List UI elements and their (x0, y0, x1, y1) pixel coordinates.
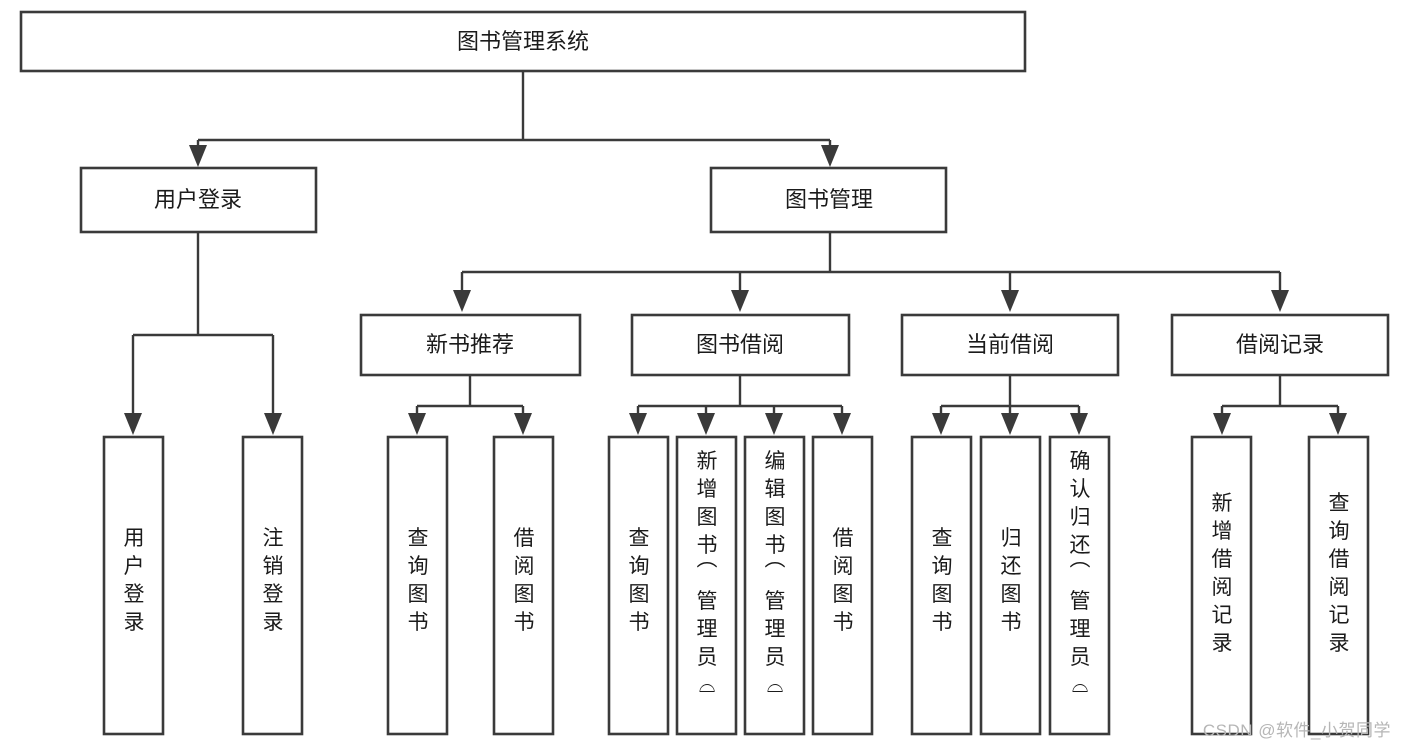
leaf-add-book-box[interactable] (675, 435, 738, 736)
leaf-add-record-box[interactable] (1190, 435, 1253, 736)
node-book-manage[interactable]: 图书管理 (709, 166, 948, 234)
leaf-query-record-label: 查询借阅记录 (1329, 492, 1350, 655)
leaf-query-book-1-box[interactable] (386, 435, 449, 736)
node-root-box[interactable] (19, 10, 1027, 73)
leaf-borrow-book-2-label: 借阅图书 (833, 527, 854, 634)
node-root-label: 图书管理系统 (457, 29, 589, 54)
node-new-book-recommend-label: 新书推荐 (426, 332, 514, 357)
leaf-user-login-box[interactable] (102, 435, 165, 736)
leaf-borrow-book-1[interactable]: 借阅图书 (492, 435, 555, 736)
leaf-borrow-book-2-box[interactable] (811, 435, 874, 736)
arrow-icon-leaf-edit-book (765, 413, 783, 435)
leaf-add-book[interactable]: 新增图书⌒管理员⌓ (675, 435, 738, 736)
leaf-user-logout-box[interactable] (241, 435, 304, 736)
node-book-borrow-box[interactable] (630, 313, 851, 377)
leaf-query-book-1[interactable]: 查询图书 (386, 435, 449, 736)
arrow-icon-leaf-confirm-return (1070, 413, 1088, 435)
arrow-icon-leaf-query-book-1 (408, 413, 426, 435)
node-user-login-box[interactable] (79, 166, 318, 234)
leaf-user-login[interactable]: 用户登录 (102, 435, 165, 736)
arrow-icon-book-borrow (731, 290, 749, 312)
leaf-query-book-3-box[interactable] (910, 435, 973, 736)
leaf-user-logout[interactable]: 注销登录 (241, 435, 304, 736)
node-book-borrow[interactable]: 图书借阅 (630, 313, 851, 377)
leaf-borrow-book-1-label: 借阅图书 (514, 527, 535, 634)
leaf-confirm-return[interactable]: 确认归还⌒管理员⌓ (1048, 435, 1111, 736)
arrow-icon-leaf-query-book-3 (932, 413, 950, 435)
leaf-edit-book[interactable]: 编辑图书⌒管理员⌓ (743, 435, 806, 736)
leaf-borrow-book-1-box[interactable] (492, 435, 555, 736)
arrow-icon-book-manage (821, 145, 839, 167)
leaf-query-book-3[interactable]: 查询图书 (910, 435, 973, 736)
node-current-borrow-box[interactable] (900, 313, 1120, 377)
node-book-manage-box[interactable] (709, 166, 948, 234)
leaf-query-record-box[interactable] (1307, 435, 1370, 736)
arrow-icon-leaf-user-logout (264, 413, 282, 435)
leaf-user-login-label: 用户登录 (124, 527, 145, 634)
leaf-add-record-label: 新增借阅记录 (1212, 492, 1233, 655)
node-borrow-record-box[interactable] (1170, 313, 1390, 377)
arrow-icon-new-book-recommend (453, 290, 471, 312)
arrow-icon-borrow-record (1271, 290, 1289, 312)
node-book-manage-label: 图书管理 (785, 187, 873, 212)
node-new-book-recommend-box[interactable] (359, 313, 582, 377)
leaf-edit-book-label: 编辑图书⌒管理员⌓ (765, 450, 786, 697)
leaf-user-logout-label: 注销登录 (263, 527, 284, 634)
connector-layer (124, 71, 1347, 435)
leaf-confirm-return-label: 确认归还⌒管理员⌓ (1070, 450, 1091, 697)
arrow-icon-leaf-add-record (1213, 413, 1231, 435)
leaf-query-book-2[interactable]: 查询图书 (607, 435, 670, 736)
node-borrow-record-label: 借阅记录 (1236, 332, 1324, 357)
node-borrow-record[interactable]: 借阅记录 (1170, 313, 1390, 377)
leaf-query-book-2-box[interactable] (607, 435, 670, 736)
node-current-borrow[interactable]: 当前借阅 (900, 313, 1120, 377)
node-user-login-label: 用户登录 (154, 187, 242, 212)
arrow-icon-leaf-query-book-2 (629, 413, 647, 435)
arrow-icon-user-login (189, 145, 207, 167)
leaf-add-book-label: 新增图书⌒管理员⌓ (697, 450, 718, 697)
leaf-borrow-book-2[interactable]: 借阅图书 (811, 435, 874, 736)
node-new-book-recommend[interactable]: 新书推荐 (359, 313, 582, 377)
node-book-borrow-label: 图书借阅 (696, 332, 784, 357)
leaf-query-record[interactable]: 查询借阅记录 (1307, 435, 1370, 736)
arrow-icon-current-borrow (1001, 290, 1019, 312)
arrow-icon-leaf-borrow-book-1 (514, 413, 532, 435)
arrow-icon-leaf-add-book (697, 413, 715, 435)
leaf-query-book-2-label: 查询图书 (629, 527, 650, 634)
arrow-icon-leaf-borrow-book-2 (833, 413, 851, 435)
leaf-return-book-box[interactable] (979, 435, 1042, 736)
leaf-query-book-3-label: 查询图书 (932, 527, 953, 634)
node-root[interactable]: 图书管理系统 (19, 10, 1027, 73)
leaf-confirm-return-box[interactable] (1048, 435, 1111, 736)
arrow-icon-leaf-return-book (1001, 413, 1019, 435)
node-current-borrow-label: 当前借阅 (966, 332, 1054, 357)
leaf-edit-book-box[interactable] (743, 435, 806, 736)
node-user-login[interactable]: 用户登录 (79, 166, 318, 234)
arrow-icon-leaf-query-record (1329, 413, 1347, 435)
leaf-add-record[interactable]: 新增借阅记录 (1190, 435, 1253, 736)
csdn-watermark: CSDN @软件_小贺同学 (1202, 721, 1391, 740)
leaf-query-book-1-label: 查询图书 (408, 527, 429, 634)
leaf-return-book[interactable]: 归还图书 (979, 435, 1042, 736)
arrow-icon-leaf-user-login (124, 413, 142, 435)
leaf-return-book-label: 归还图书 (1001, 527, 1022, 634)
